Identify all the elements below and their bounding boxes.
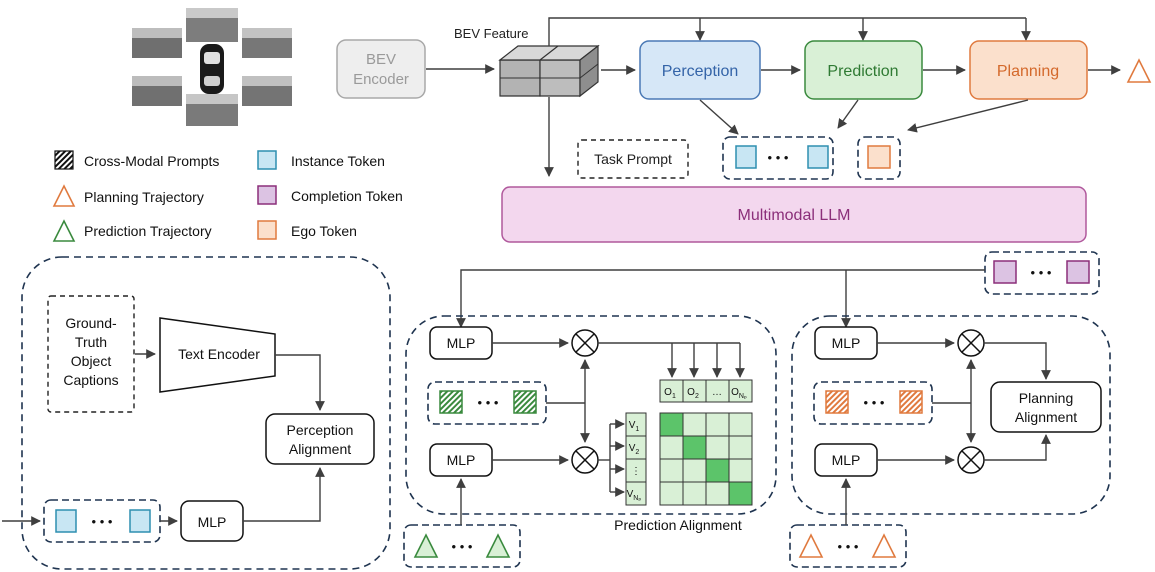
llm-label: Multimodal LLM [738, 207, 851, 224]
cross-product-icon [957, 446, 985, 474]
planning-alignment-line2: Alignment [1015, 409, 1077, 425]
v-label-ellipsis: ⋮ [631, 466, 641, 477]
hatched-square-icon [54, 150, 74, 170]
text-encoder-trapezoid [159, 317, 276, 393]
planning-mlp-top-label: MLP [832, 335, 861, 351]
ellipsis: • • • [478, 395, 499, 410]
prediction-mlp-bottom-label: MLP [447, 452, 476, 468]
task-prompt-label: Task Prompt [594, 151, 672, 167]
v-label-n: VNₚ [627, 489, 642, 502]
bev-encoder-line1: BEV [366, 51, 396, 68]
planning-alignment-panel: MLP • • • Planning Alignment MLP • • • [789, 315, 1111, 568]
o-label-2: O2 [687, 387, 699, 400]
bev-encoder-line2: Encoder [353, 71, 409, 88]
prediction-box: Prediction [804, 40, 923, 100]
o-label-1: O1 [664, 387, 676, 400]
o-label-n: ONₚ [731, 387, 747, 400]
car-icon [200, 44, 224, 94]
cross-product-icon [571, 446, 599, 474]
perception-label: Perception [662, 63, 739, 80]
perception-alignment-line2: Alignment [289, 441, 351, 457]
ellipsis: • • • [768, 150, 789, 165]
bev-feature-label: BEV Feature [454, 26, 528, 41]
v-label-2: V2 [629, 443, 640, 456]
prediction-alignment-caption: Prediction Alignment [614, 517, 742, 533]
captions-line1: Ground- [65, 315, 117, 331]
perception-alignment-panel: Ground- Truth Object Captions Text Encod… [2, 256, 391, 570]
perception-box: Perception [639, 40, 761, 100]
legend-prediction-traj: Prediction Trajectory [84, 223, 212, 239]
ellipsis: • • • [864, 395, 885, 410]
bev-cube-icon [498, 44, 600, 98]
prediction-label: Prediction [827, 63, 898, 80]
perception-alignment-line1: Perception [287, 422, 354, 438]
cross-product-icon [957, 329, 985, 357]
similarity-matrix [659, 412, 753, 506]
triangle-icon [52, 184, 76, 207]
triangle-icon [1126, 58, 1152, 83]
text-encoder-label: Text Encoder [178, 346, 260, 362]
completion-token-group: • • • [984, 251, 1100, 295]
ellipsis: • • • [92, 514, 113, 529]
v-label-1: V1 [629, 420, 640, 433]
camera-view-icon [132, 8, 292, 126]
o-token-row: O1 O2 … ONₚ [659, 379, 753, 403]
instance-token-group: • • • [722, 136, 834, 180]
legend-planning-traj: Planning Trajectory [84, 189, 204, 205]
legend-instance-token: Instance Token [291, 153, 385, 169]
planning-alignment-line1: Planning [1019, 390, 1074, 406]
task-prompt-box: Task Prompt [577, 139, 689, 179]
planning-mlp-bottom-label: MLP [832, 452, 861, 468]
bev-encoder-box: BEV Encoder [336, 39, 426, 99]
planning-box: Planning [969, 40, 1088, 100]
triangle-icon [52, 219, 76, 242]
v-token-column: V1 V2 ⋮ VNₚ [625, 412, 647, 506]
legend: Cross-Modal Prompts Planning Trajectory … [52, 150, 403, 242]
captions-line4: Captions [63, 372, 118, 388]
o-label-ellipsis: … [712, 387, 722, 398]
legend-ego-token: Ego Token [291, 223, 357, 239]
ego-token-group [857, 136, 901, 180]
perception-mlp-label: MLP [198, 514, 227, 530]
cross-product-icon [571, 329, 599, 357]
captions-line2: Truth [75, 334, 107, 350]
ellipsis: • • • [1031, 265, 1052, 280]
planning-label: Planning [997, 63, 1059, 80]
prediction-mlp-top-label: MLP [447, 335, 476, 351]
ellipsis: • • • [838, 539, 859, 554]
multimodal-llm-box: Multimodal LLM [501, 186, 1087, 243]
captions-line3: Object [71, 353, 112, 369]
ellipsis: • • • [452, 539, 473, 554]
legend-cross-modal: Cross-Modal Prompts [84, 153, 219, 169]
legend-completion-token: Completion Token [291, 188, 403, 204]
prediction-alignment-panel: MLP • • • MLP [403, 315, 777, 568]
